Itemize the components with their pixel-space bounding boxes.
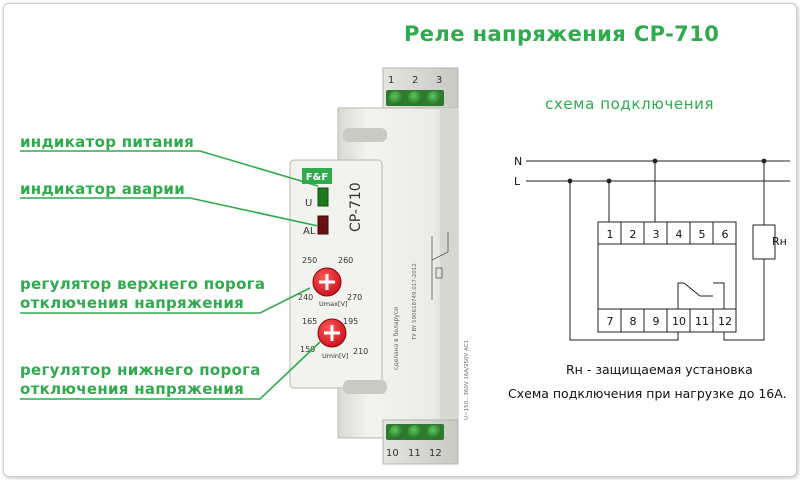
page-title: Реле напряжения CP-710 [404, 22, 720, 46]
schematic-subtitle: схема подключения [545, 95, 715, 113]
callout-lower-regulator-line1: регулятор нижнего порога [20, 361, 261, 379]
top-terminal-label-1: 1 [388, 75, 394, 86]
terminal-screw-icon [427, 425, 441, 439]
sch-terminal-9: 9 [653, 315, 660, 328]
caption-max-load: Схема подключения при нагрузке до 16А. [508, 386, 787, 401]
callout-lower-regulator-line2: отключения напряжения [20, 380, 245, 398]
callout-upper-regulator-line2: отключения напряжения [20, 294, 245, 312]
contact-no [713, 282, 725, 309]
wire-12-to-load [723, 259, 765, 341]
terminal-screw-icon [389, 425, 403, 439]
sch-terminal-3: 3 [653, 228, 660, 241]
cert-text: ТУ BY 590618749.017-2012 [412, 263, 418, 341]
callout-leaders [20, 150, 321, 400]
leader-power-indicator [20, 150, 319, 187]
bottom-terminal-label-11: 11 [408, 448, 421, 459]
made-in-text: сделано в беларуси [393, 307, 400, 370]
lower-dial-unit: Umin[V] [322, 352, 349, 360]
ff-logo [302, 168, 332, 184]
led-label-u: U [305, 198, 312, 209]
upper-dial-tick-250: 250 [302, 256, 317, 265]
schematic-terminal-numbers: 1 2 3 4 5 6 7 8 9 10 11 12 [607, 228, 733, 328]
upper-dial-unit: Umax[V] [319, 300, 347, 308]
power-led-icon [317, 187, 329, 207]
ff-logo-text: F&F [306, 172, 328, 183]
din-slot-top [343, 128, 387, 142]
leader-upper-regulator [20, 287, 311, 314]
wiring-schematic [526, 160, 790, 341]
terminal-screw-icon [389, 91, 403, 105]
lower-threshold-dial[interactable]: 165 195 150 210 Umin[V] [300, 317, 368, 360]
sch-terminal-5: 5 [699, 228, 706, 241]
live-label: L [514, 175, 521, 188]
sch-terminal-8: 8 [630, 315, 637, 328]
lower-dial-tick-195: 195 [343, 317, 358, 326]
led-label-al: AL [303, 226, 316, 237]
sch-terminal-2: 2 [630, 228, 637, 241]
callout-upper-regulator: регулятор верхнего порога отключения нап… [20, 275, 265, 313]
terminal-screw-icon [427, 91, 441, 105]
leader-fault-indicator [20, 197, 319, 227]
sch-terminal-6: 6 [722, 228, 729, 241]
side-schematic-icon [431, 232, 449, 300]
terminal-screw-icon [408, 425, 422, 439]
sch-terminal-4: 4 [676, 228, 683, 241]
top-terminal-label-2: 2 [412, 75, 418, 86]
leader-lower-regulator [20, 341, 321, 400]
relay-device: 1 2 3 F&F CP-710 U AL 250 260 240 270 [289, 67, 470, 465]
upper-dial-tick-260: 260 [338, 256, 353, 265]
upper-threshold-dial[interactable]: 250 260 240 270 Umax[V] [298, 256, 362, 308]
sch-terminal-12: 12 [718, 315, 732, 328]
callout-lower-regulator: регулятор нижнего порога отключения напр… [20, 361, 261, 399]
sch-terminal-11: 11 [695, 315, 709, 328]
upper-dial-tick-240: 240 [298, 293, 313, 302]
wire-l-to-10 [569, 181, 679, 341]
bottom-terminal-label-10: 10 [386, 448, 399, 459]
sch-terminal-10: 10 [672, 315, 686, 328]
upper-dial-tick-270: 270 [347, 293, 362, 302]
junction-dots [567, 158, 767, 184]
lower-dial-tick-165: 165 [302, 317, 317, 326]
caption-load-description: Rн - защищаемая установка [566, 362, 753, 377]
model-label: CP-710 [348, 182, 364, 232]
fault-led-icon [317, 215, 329, 235]
terminal-screw-icon [408, 91, 422, 105]
spec-text: U~150...360V 16A/250V AC1 [464, 340, 470, 420]
contact-common [677, 282, 684, 309]
sch-terminal-1: 1 [607, 228, 614, 241]
bottom-terminal-label-12: 12 [429, 448, 442, 459]
load-resistor-icon [752, 224, 776, 260]
callout-upper-regulator-line1: регулятор верхнего порога [20, 275, 266, 293]
callout-fault-indicator: индикатор аварии [20, 180, 186, 198]
device-side-face [440, 108, 458, 438]
sch-terminal-7: 7 [607, 315, 614, 328]
load-label: Rн [772, 235, 787, 248]
lower-dial-tick-210: 210 [353, 347, 368, 356]
lower-dial-tick-150: 150 [300, 345, 315, 354]
din-slot-bottom [343, 380, 387, 394]
contact-switch-icon [683, 282, 701, 297]
neutral-label: N [514, 155, 522, 168]
top-terminal-label-3: 3 [436, 75, 442, 86]
callout-power-indicator: индикатор питания [20, 133, 195, 151]
